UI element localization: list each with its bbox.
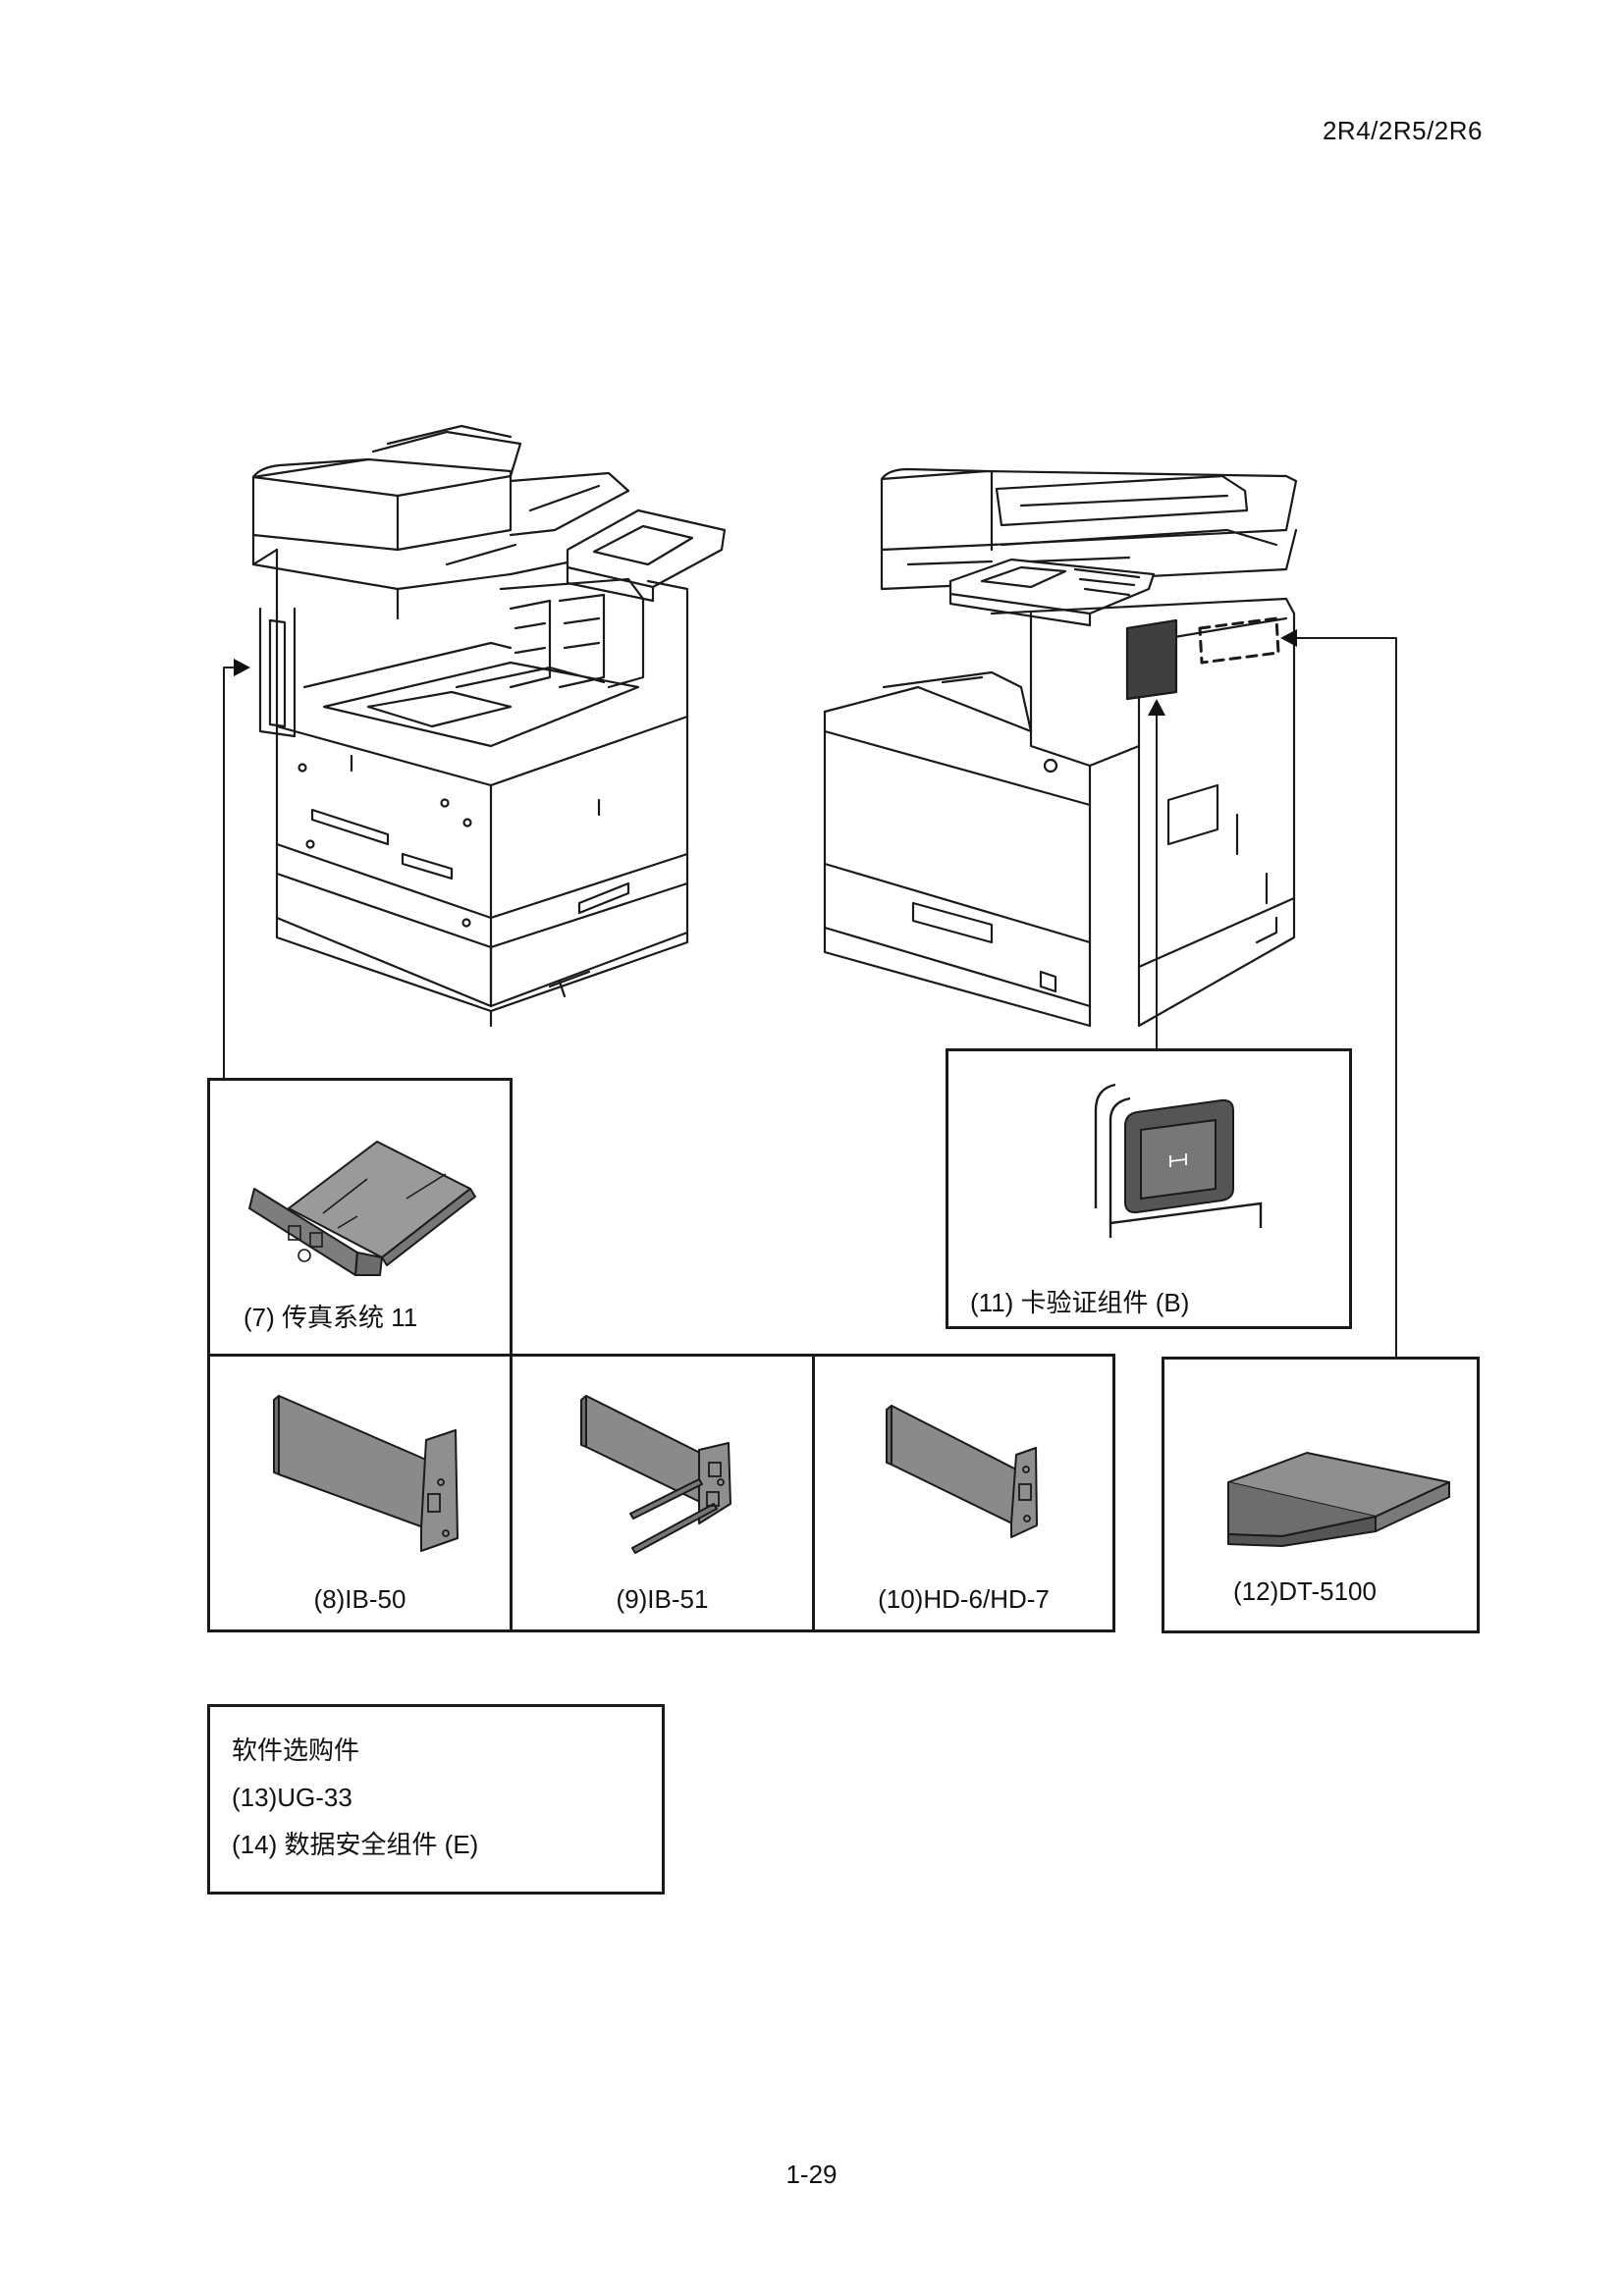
hdd-caption: (10)HD-6/HD-7 (878, 1584, 1050, 1614)
option-box-fax: (7) 传真系统 11 (207, 1078, 513, 1357)
software-options-box: 软件选购件 (13)UG-33 (14) 数据安全组件 (E) (207, 1704, 665, 1895)
ib50-caption: (8)IB-50 (313, 1584, 406, 1614)
printer-front-view (251, 424, 727, 1028)
option-box-ib50: (8)IB-50 (207, 1354, 513, 1632)
ib50-card-image (273, 1395, 459, 1552)
option-box-ib51: (9)IB-51 (510, 1354, 815, 1632)
ib51-card-image (580, 1395, 731, 1554)
model-code: 2R4/2R5/2R6 (1322, 116, 1483, 145)
fax-card-image (248, 1141, 476, 1276)
option-box-card-auth: (11) 卡验证组件 (B) (946, 1048, 1352, 1329)
software-item: (13)UG-33 (232, 1783, 352, 1812)
tray-caption: (12)DT-5100 (1233, 1576, 1377, 1606)
option-box-tray: (12)DT-5100 (1162, 1357, 1480, 1633)
fax-caption: (7) 传真系统 11 (243, 1303, 418, 1332)
hdd-card-image (886, 1405, 1038, 1538)
document-tray-image (1227, 1452, 1450, 1547)
ib51-caption: (9)IB-51 (616, 1584, 709, 1614)
option-arrows (223, 637, 1397, 1358)
card-reader-image (1094, 1083, 1263, 1238)
page-number: 1-29 (785, 2160, 838, 2189)
printer-rear-view (823, 467, 1298, 1028)
software-item: (14) 数据安全组件 (E) (232, 1830, 479, 1859)
card-auth-caption: (11) 卡验证组件 (B) (970, 1288, 1190, 1317)
option-box-hdd: (10)HD-6/HD-7 (812, 1354, 1115, 1632)
software-title: 软件选购件 (232, 1735, 360, 1765)
